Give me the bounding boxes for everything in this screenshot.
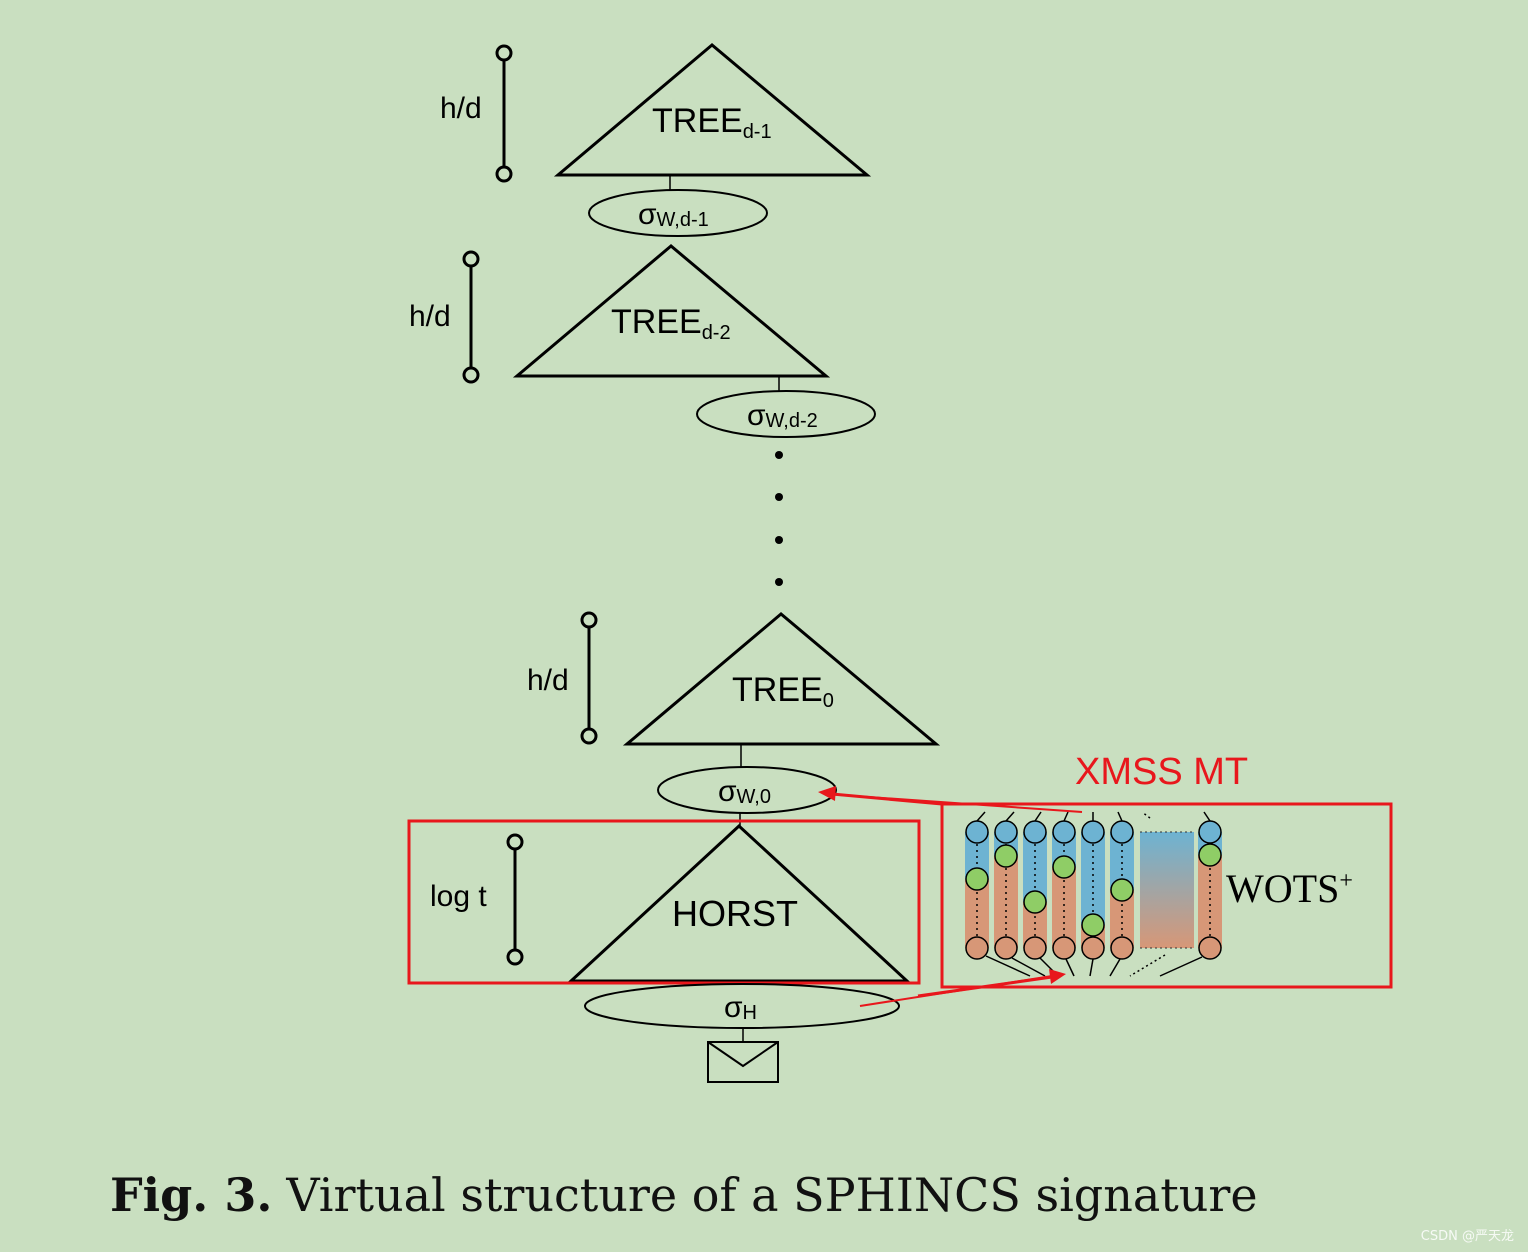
- height-label-0: h/d: [527, 664, 569, 697]
- wots-highlight-box: [940, 802, 1393, 989]
- arrow-from-sigma-h: [859, 969, 1066, 1007]
- sigma-h-subscript: H: [743, 1002, 757, 1024]
- signature-w-d-1: σW,d-1: [588, 189, 768, 237]
- wots-top-connectors: [976, 811, 1211, 822]
- horst-label: HORST: [672, 893, 798, 934]
- height-bar-d-2: h/d: [409, 250, 480, 384]
- wots-label-sup: +: [1339, 868, 1353, 894]
- svg-text:TREE0: TREE0: [732, 671, 834, 712]
- wots-chain: [1052, 820, 1076, 960]
- sigma-w-0-subscript: W,0: [737, 786, 771, 808]
- svg-text:TREEd-2: TREEd-2: [611, 303, 731, 344]
- arrow-to-sigma-w0: [818, 786, 1083, 813]
- wots-chains: [965, 811, 1222, 977]
- xmss-mt-label: XMSS MT: [1075, 751, 1248, 793]
- wots-label-text: WOTS: [1226, 866, 1339, 911]
- height-label-d-1: h/d: [440, 92, 482, 125]
- figure-caption-label: Fig. 3.: [110, 1168, 273, 1222]
- tree-d-2-label: TREE: [611, 303, 702, 341]
- svg-text:σW,d-1: σW,d-1: [638, 198, 709, 231]
- sigma-w-d-1-symbol: σ: [638, 198, 657, 231]
- height-bar-0: h/d: [527, 611, 598, 745]
- wots-chain: [1023, 820, 1047, 960]
- sigma-w-0-symbol: σ: [718, 775, 737, 808]
- horst-tree: HORST: [567, 823, 911, 983]
- wots-chain: [1110, 820, 1134, 960]
- figure-caption-text: Virtual structure of a SPHINCS signature: [286, 1168, 1258, 1222]
- svg-text:TREEd-1: TREEd-1: [652, 102, 772, 143]
- ellipsis-dots: [775, 451, 783, 586]
- height-label-d-2: h/d: [409, 300, 451, 333]
- sigma-w-d-1-subscript: W,d-1: [657, 209, 709, 231]
- wots-chain: [1081, 820, 1105, 960]
- figure-caption: Fig. 3.Virtual structure of a SPHINCS si…: [110, 1168, 1258, 1222]
- horst-highlight-box: [407, 819, 921, 985]
- tree-0: TREE0: [622, 612, 941, 746]
- tree-d-1-label: TREE: [652, 102, 743, 140]
- svg-text:σH: σH: [724, 991, 757, 1024]
- sigma-w-d-2-symbol: σ: [747, 399, 766, 432]
- tree-d-1-subscript: d-1: [743, 121, 772, 143]
- signature-h: σH: [584, 983, 900, 1029]
- wots-chain: [994, 820, 1018, 960]
- message-envelope-icon: [707, 1041, 779, 1083]
- signature-w-d-2: σW,d-2: [696, 390, 876, 438]
- tree-d-1: TREEd-1: [553, 43, 872, 177]
- wots-bottom-connectors: [985, 954, 1203, 977]
- sigma-h-symbol: σ: [724, 991, 743, 1024]
- wots-chain: [1198, 820, 1222, 960]
- tree-0-subscript: 0: [823, 690, 834, 712]
- height-bar-d-1: h/d: [440, 44, 513, 183]
- wots-label: WOTS+: [1226, 866, 1353, 911]
- signature-w-0: σW,0: [657, 766, 837, 814]
- wots-chain-gap: [1140, 832, 1194, 948]
- tree-d-2: TREEd-2: [512, 244, 831, 378]
- tree-0-label: TREE: [732, 671, 823, 709]
- svg-text:σW,0: σW,0: [718, 775, 771, 808]
- wots-chain: [965, 820, 989, 960]
- watermark: CSDN @严天龙: [1420, 1229, 1514, 1244]
- tree-d-2-subscript: d-2: [702, 322, 731, 344]
- sigma-w-d-2-subscript: W,d-2: [766, 410, 818, 432]
- svg-text:σW,d-2: σW,d-2: [747, 399, 818, 432]
- height-label-horst: log t: [430, 880, 487, 913]
- height-bar-horst: log t: [430, 833, 524, 966]
